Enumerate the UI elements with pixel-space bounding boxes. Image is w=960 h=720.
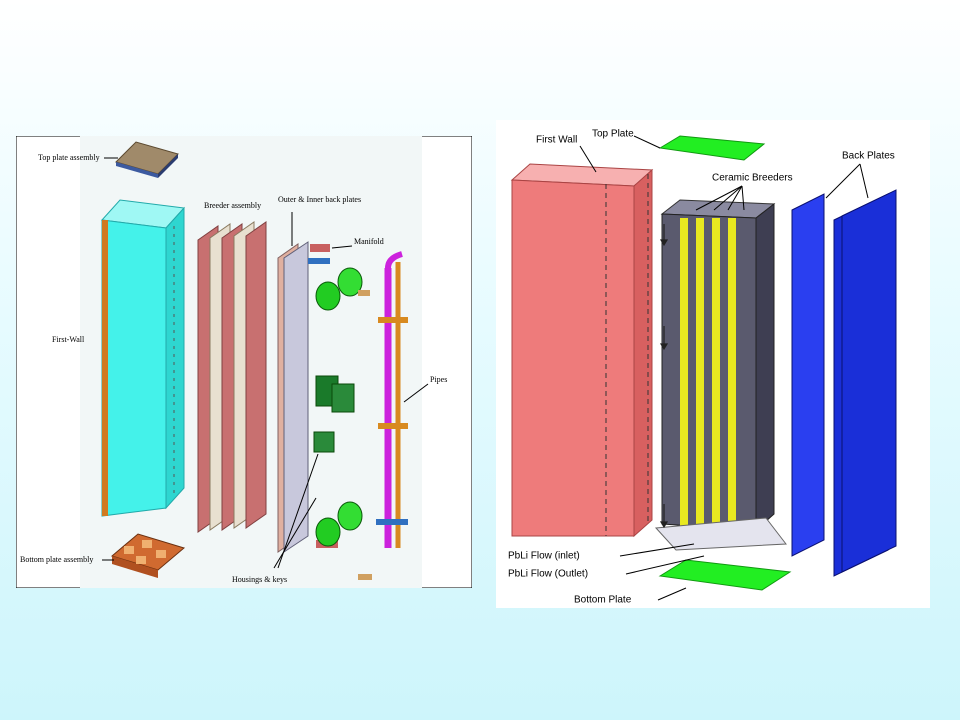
- breeder-box: [654, 199, 787, 551]
- right-leader-lines: [579, 135, 869, 601]
- label-breeder: Breeder assembly: [204, 201, 261, 210]
- breeder-assembly-shape: [197, 221, 267, 533]
- label-manifold: Manifold: [354, 237, 384, 246]
- label-back-plates: Outer & Inner back plates: [278, 195, 361, 204]
- top-plate-shape: [115, 141, 179, 178]
- label-pbli-inlet: PbLi Flow (inlet): [508, 551, 580, 562]
- bottom-plate-block: [658, 559, 792, 591]
- label-ceramic-breeders: Ceramic Breeders: [712, 173, 793, 184]
- label-bottom-plate-right: Bottom Plate: [574, 595, 632, 606]
- label-first-wall-right: First Wall: [536, 135, 577, 146]
- left-exploded-view: Top plate assembly Breeder assembly Oute…: [15, 135, 473, 589]
- left-exploded-diagram: Top plate assembly Breeder assembly Oute…: [15, 135, 473, 589]
- right-exploded-view: First Wall Top Plate Back Plates Ceramic…: [496, 120, 930, 608]
- back-plates-shape: [277, 241, 309, 553]
- pipes-shape: [358, 251, 408, 580]
- label-first-wall: First-Wall: [52, 335, 85, 344]
- label-back-plates-right: Back Plates: [842, 151, 895, 162]
- bottom-plate-shape: [110, 533, 186, 578]
- top-plate-block: [658, 135, 766, 161]
- left-leader-lines: [102, 157, 429, 569]
- back-plates-block: [791, 189, 897, 577]
- label-top-plate: Top plate assembly: [38, 153, 100, 162]
- housings-shape: [313, 267, 363, 547]
- first-wall-block: [510, 163, 654, 538]
- right-exploded-diagram: First Wall Top Plate Back Plates Ceramic…: [496, 120, 930, 608]
- label-housings: Housings & keys: [232, 575, 287, 584]
- flow-arrows: [659, 224, 669, 529]
- first-wall-shape: [100, 199, 186, 517]
- label-pbli-outlet: PbLi Flow (Outlet): [508, 569, 588, 580]
- label-top-plate-right: Top Plate: [592, 129, 634, 140]
- label-pipes: Pipes: [430, 375, 447, 384]
- label-bottom-plate: Bottom plate assembly: [20, 555, 93, 564]
